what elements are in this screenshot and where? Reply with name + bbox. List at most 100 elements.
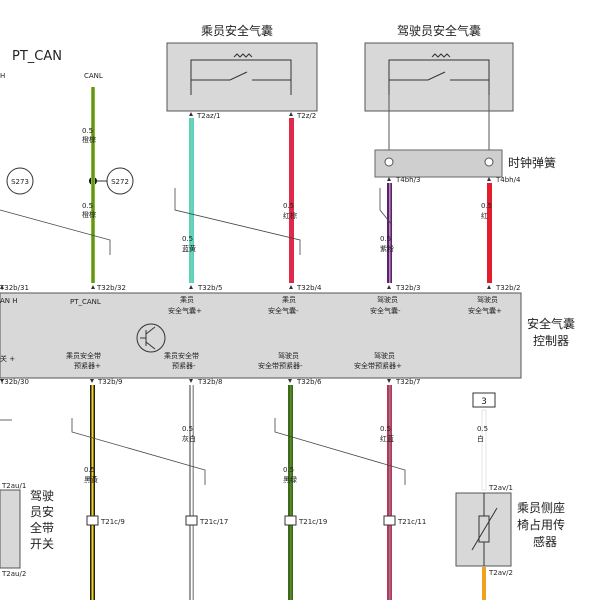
fuse-ref-box [472, 392, 496, 408]
pin-marker-t32b-30 [0, 379, 4, 383]
controller-edge-canh: AN H [0, 297, 18, 305]
connector-t21c-9: T21c/9 [86, 515, 125, 526]
pin-marker-t4bh-4 [487, 177, 491, 181]
pin-t32b-4: T32b/4 [296, 284, 322, 292]
pin-t32b-30: T32b/30 [0, 378, 29, 386]
controller-transistor-icon [136, 323, 166, 353]
belt-switch-box [0, 489, 21, 569]
belt-switch-line3: 全带 [30, 520, 54, 535]
svg-text:T21c/17: T21c/17 [199, 518, 228, 526]
splice-s273-label: S273 [11, 178, 29, 186]
svg-text:蓝黄: 蓝黄 [182, 244, 196, 253]
pin-t32b-9: T32b/9 [97, 378, 122, 386]
svg-text:0.5: 0.5 [182, 425, 193, 433]
svg-text:黑绿: 黑绿 [283, 475, 297, 484]
canl-wire-label: CANL [84, 72, 103, 80]
clock-spring-contact-icon [384, 157, 394, 167]
pin-marker-t32b-2 [487, 285, 491, 289]
svg-text:0.5: 0.5 [380, 425, 391, 433]
ctrl-pin-p-minus-l1: 乘员 [282, 295, 296, 304]
pin-t32b-5: T32b/5 [197, 284, 222, 292]
pin-t32b-6: T32b/6 [296, 378, 322, 386]
fuse-ref-label: 3 [481, 397, 487, 407]
svg-text:红: 红 [481, 211, 488, 220]
controller-title-line2: 控制器 [533, 334, 569, 348]
svg-text:0.5: 0.5 [380, 235, 391, 243]
ctrl-pin-w7-l1: 驾驶员 [374, 351, 395, 360]
ctrl-pin-w9-l1: 乘员安全带 [66, 351, 101, 360]
svg-text:T21c/9: T21c/9 [100, 518, 125, 526]
svg-text:0.5: 0.5 [182, 235, 193, 243]
clock-spring-box [374, 149, 503, 178]
pin-t32b-8: T32b/8 [197, 378, 222, 386]
ctrl-pin-w6-l2: 安全带预紧器- [258, 361, 303, 370]
ctrl-edge-left: 关 + [0, 354, 15, 363]
wire-driver-airbag-minus [387, 183, 392, 283]
splice-s272-label: S272 [111, 178, 129, 186]
wire-driver-airbag-plus [487, 183, 492, 283]
label-d-plus-gauge: 0.5 红 [481, 202, 492, 220]
label-w9-gauge: 0.5 黑黄 [84, 466, 98, 484]
label-canl-gauge-1: 0.5 橙棕 [82, 127, 96, 144]
ctrl-pin-d-minus-l1: 驾驶员 [377, 295, 398, 304]
ctrl-pin-w9-l2: 预紧器+ [74, 361, 101, 370]
connector-t21c-11: T21c/11 [383, 515, 426, 526]
ctrl-pin-p-minus-l2: 安全气囊- [268, 306, 299, 315]
svg-text:0.5: 0.5 [84, 466, 95, 474]
label-canl-gauge-2: 0.5 橙棕 [82, 202, 96, 219]
airbag-controller-box [0, 292, 522, 379]
svg-text:黑黄: 黑黄 [84, 475, 98, 484]
pin-t4bh-4: T4bh/4 [495, 176, 521, 184]
pin-marker-t32b-5 [189, 285, 193, 289]
wire-passenger-airbag-plus [189, 118, 194, 283]
svg-text:白: 白 [477, 434, 484, 443]
ctrl-pin-w8-l1: 乘员安全带 [164, 351, 199, 360]
svg-text:0.5: 0.5 [283, 466, 294, 474]
svg-text:红棕: 红棕 [283, 211, 297, 220]
pin-t2z-2: T2z/2 [296, 112, 316, 120]
ctrl-pin-w8-l2: 预紧器- [172, 361, 196, 370]
label-p-plus-gauge: 0.5 蓝黄 [182, 235, 196, 253]
svg-text:0.5: 0.5 [477, 425, 488, 433]
clock-spring-title: 时钟弹簧 [508, 155, 556, 170]
pin-t32b-3: T32b/3 [395, 284, 420, 292]
driver-airbag-leads [388, 95, 490, 152]
pin-marker-t32b-8 [189, 379, 193, 383]
svg-text:0.5: 0.5 [283, 202, 294, 210]
pin-t2au-2: T2au/2 [1, 570, 26, 578]
pin-marker-t32b-32 [91, 285, 95, 289]
svg-text:橙棕: 橙棕 [82, 210, 96, 219]
ctrl-pin-p-plus-l1: 乘员 [180, 295, 194, 304]
pin-t2au-1: T2au/1 [1, 482, 26, 490]
svg-text:红蓝: 红蓝 [380, 434, 394, 443]
clock-spring-contact-icon [484, 157, 494, 167]
label-d-minus-gauge: 0.5 紫粉 [380, 235, 394, 253]
seat-sensor-line1: 乘员侧座 [517, 500, 565, 515]
pin-marker-t32b-9 [90, 379, 94, 383]
belt-switch-line1: 驾驶 [30, 488, 54, 503]
label-p-minus-gauge: 0.5 红棕 [283, 202, 297, 220]
svg-text:0.5: 0.5 [82, 202, 93, 210]
pin-marker-t32b-31 [0, 285, 4, 289]
ctrl-pin-d-plus-l2: 安全气囊+ [468, 306, 502, 315]
ctrl-pin-w6-l1: 驾驶员 [278, 351, 299, 360]
svg-text:橙棕: 橙棕 [82, 135, 96, 144]
bus-title: PT_CAN [12, 49, 62, 64]
pin-marker-t2z-2 [289, 112, 293, 116]
pin-t2az-1: T2az/1 [196, 112, 221, 120]
wire-passenger-belt-minus [189, 385, 194, 600]
wire-driver-belt-minus [288, 385, 293, 600]
pin-marker-t4bh-3 [387, 177, 391, 181]
wire-canl [91, 87, 95, 283]
ctrl-pin-canl: PT_CANL [70, 298, 101, 306]
passenger-airbag-squib-icon [190, 53, 292, 95]
svg-text:灰白: 灰白 [182, 434, 196, 443]
svg-text:0.5: 0.5 [481, 202, 492, 210]
pin-t4bh-3: T4bh/3 [395, 176, 420, 184]
harness-lines [0, 188, 406, 485]
pin-t2av-1: T2av/1 [488, 484, 513, 492]
connector-t21c-17: T21c/17 [185, 515, 228, 526]
pin-marker-t32b-7 [387, 379, 391, 383]
driver-airbag-title: 驾驶员安全气囊 [397, 23, 481, 38]
